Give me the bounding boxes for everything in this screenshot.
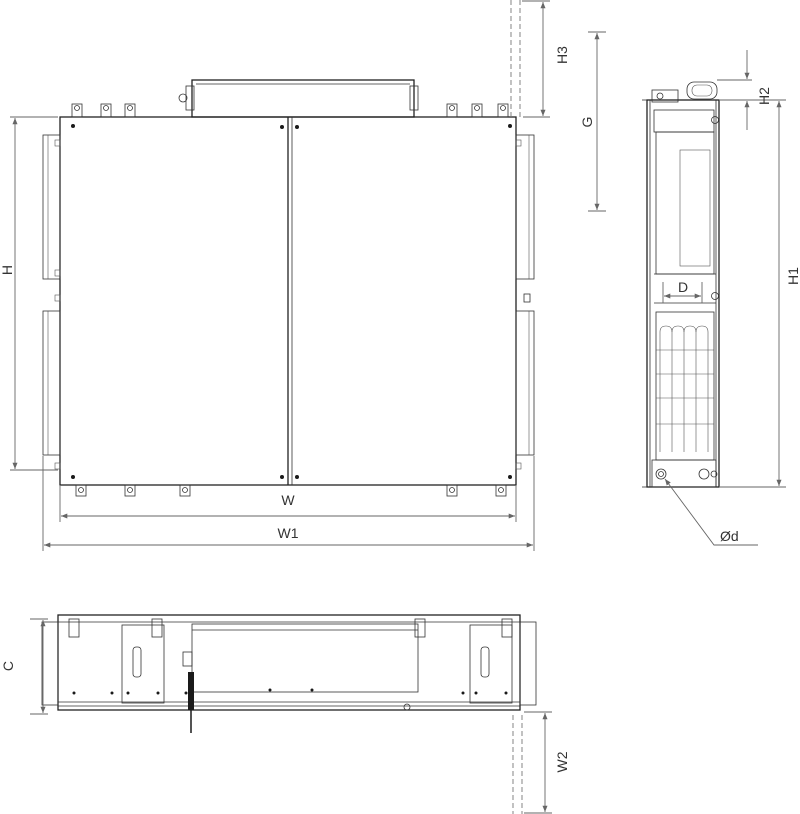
dim-label-w1: W1: [278, 525, 299, 541]
unit-body-top: [57, 614, 521, 711]
dim-label-h1: H1: [785, 267, 800, 285]
dim-label-w2: W2: [554, 751, 570, 772]
dimension-lines: [10, 0, 786, 814]
dim-label-h2: H2: [756, 87, 772, 105]
dim-label-w: W: [281, 492, 295, 508]
duct-dashed-planes: [510, 0, 523, 814]
front-view: [42, 79, 535, 497]
dim-label-h3: H3: [554, 46, 570, 64]
dim-label-c: C: [0, 661, 16, 671]
side-view: [642, 81, 720, 488]
dim-label-h: H: [0, 265, 15, 275]
dim-label-diameter: Ød: [720, 528, 739, 544]
dim-label-d: D: [678, 279, 688, 295]
dim-label-g: G: [579, 117, 595, 128]
top-view: [41, 614, 537, 733]
